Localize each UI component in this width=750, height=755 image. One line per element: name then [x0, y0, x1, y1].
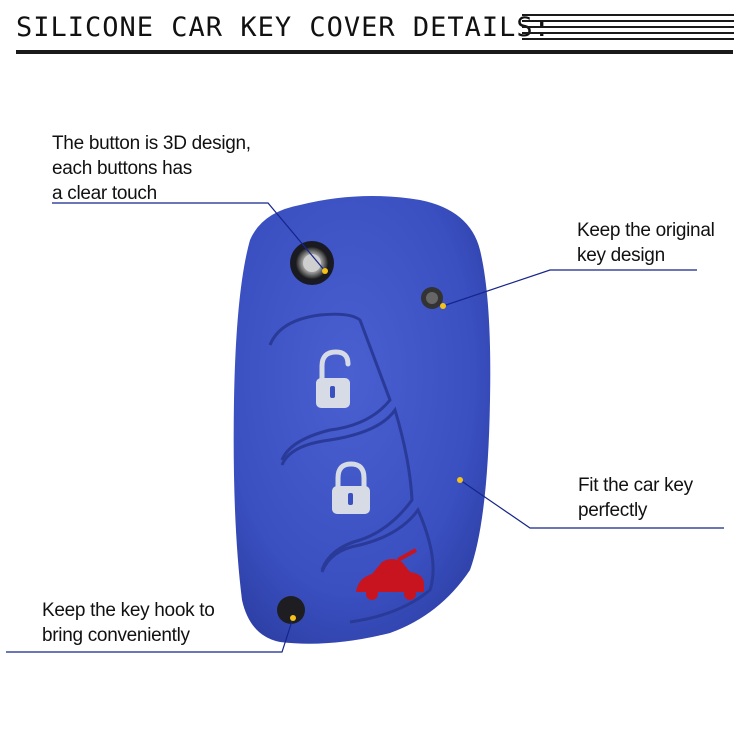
callout-line: perfectly — [578, 500, 648, 521]
button-separator — [280, 406, 414, 571]
callout-line: Fit the car key — [578, 475, 693, 496]
locked-padlock-icon — [332, 461, 370, 514]
header-divider — [16, 50, 733, 54]
callout-dots — [290, 268, 463, 621]
callout-key-hook: Keep the key hook to bring conveniently — [42, 598, 215, 648]
header-decoration — [522, 14, 734, 44]
button-separator — [320, 506, 435, 624]
callout-line: Keep the original — [577, 220, 715, 241]
callout-button-3d: The button is 3D design, each buttons ha… — [52, 131, 251, 206]
callout-line: Keep the key hook to — [42, 600, 215, 621]
callout-fit: Fit the car key perfectly — [578, 473, 693, 523]
callout-line: key design — [577, 245, 665, 266]
page-title: SILICONE CAR KEY COVER DETAILS: — [16, 12, 551, 43]
key-hook-hole — [277, 596, 305, 624]
unlocked-padlock-icon — [316, 349, 351, 408]
header: SILICONE CAR KEY COVER DETAILS: — [0, 0, 750, 60]
car-trunk-icon — [356, 548, 424, 600]
callout-line: each buttons has — [52, 158, 192, 179]
callout-line: The button is 3D design, — [52, 133, 251, 154]
callout-line: a clear touch — [52, 183, 157, 204]
callout-original-design: Keep the original key design — [577, 218, 715, 268]
leader-lines — [6, 202, 724, 653]
button-separator — [268, 312, 392, 461]
callout-line: bring conveniently — [42, 625, 190, 646]
